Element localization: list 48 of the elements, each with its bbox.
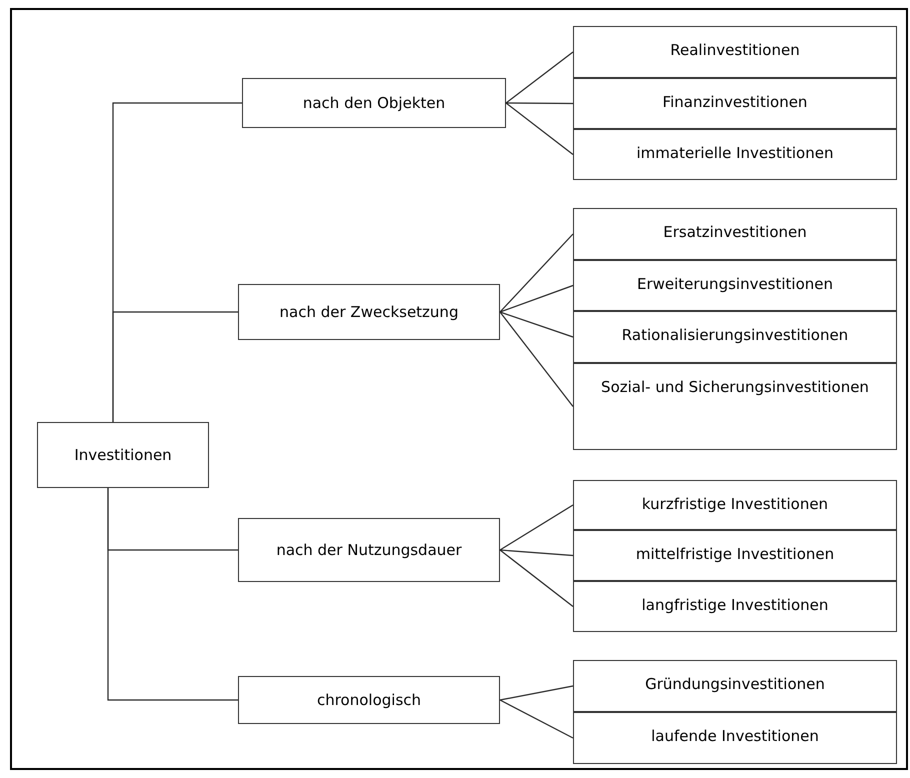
category-box [573,208,897,260]
connector-line [500,504,574,551]
category-box [573,712,897,764]
connector-line [506,52,574,104]
connector-line [500,311,574,338]
box-label: Investitionen [74,445,172,466]
box-label: Erweiterungsinvestitionen [636,274,834,295]
box-label: kurzfristige Investitionen [642,494,828,515]
category-box [573,260,897,311]
box-label: Gründungsinvestitionen [645,674,825,695]
connector-line [500,549,574,556]
category-box [573,480,897,530]
category-box [573,311,897,363]
connector-line [506,102,573,104]
category-box [573,26,897,78]
box-label: nach den Objekten [302,93,446,114]
box-label: chronologisch [316,690,422,711]
box-label: Finanzinvestitionen [662,92,808,113]
category-box [573,660,897,712]
box-label: mittelfristige Investitionen [636,544,834,565]
category-box [238,676,500,724]
category-box [573,78,897,129]
category-box [573,363,897,450]
box-label: Sozial- und Sicherungsinvestitionen [601,377,869,398]
connector-line [500,550,574,607]
connector-line [500,685,574,701]
box-label: Rationalisierungsinvestitionen [622,325,848,346]
connector-line [500,312,574,407]
box-label: nach der Zwecksetzung [280,302,458,323]
connector-line [506,102,574,155]
category-box [573,581,897,632]
category-box [238,284,500,340]
category-box [573,530,897,581]
connector-line [112,311,238,422]
box-label: Realinvestitionen [670,40,800,61]
connector-line [500,284,574,313]
box-label: Ersatzinvestitionen [663,222,807,243]
box-label: laufende Investitionen [651,726,819,747]
category-box [573,129,897,180]
connector-line [500,699,574,739]
category-box [242,78,506,128]
box-label: immaterielle Investitionen [636,143,834,164]
connector-line [107,488,238,701]
box-label: nach der Nutzungsdauer [276,540,462,561]
category-box [238,518,500,582]
category-box [37,422,209,488]
connector-line [500,234,574,312]
box-label: langfristige Investitionen [642,595,828,616]
